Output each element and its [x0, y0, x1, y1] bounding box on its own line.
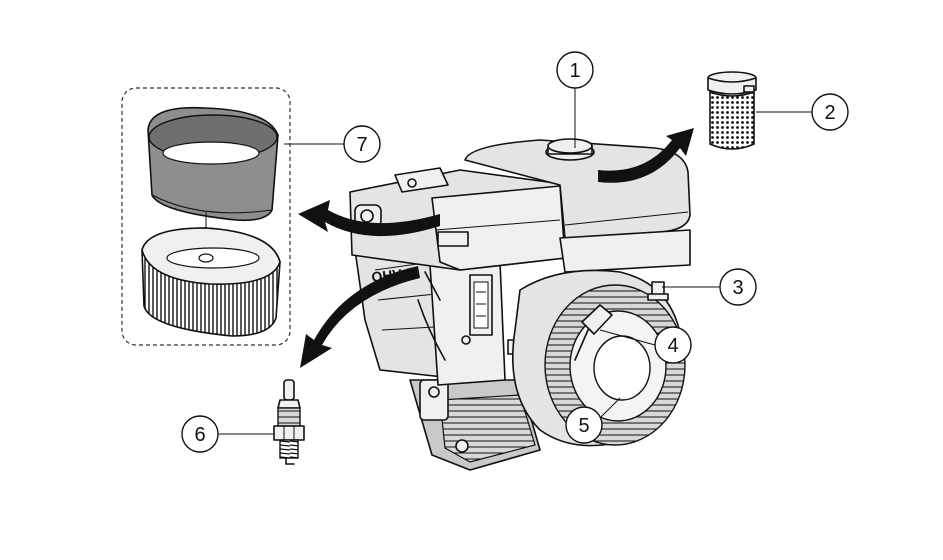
svg-text:7: 7: [356, 134, 367, 156]
removal-arrows: [298, 128, 694, 368]
air-filter-dashed-frame: [121, 87, 291, 346]
fuel-strainer: [707, 71, 757, 150]
arrow-to-spark-plug: [300, 266, 420, 368]
paper-filter-element: [141, 227, 281, 337]
foam-pre-cleaner: [147, 106, 279, 222]
callout-4: 4: [654, 326, 692, 364]
callout-5: 5: [565, 406, 603, 444]
arrow-to-fuel-strainer: [598, 128, 694, 183]
svg-text:3: 3: [732, 277, 743, 299]
callout-1: 1: [556, 51, 594, 89]
svg-text:1: 1: [569, 60, 580, 82]
svg-text:5: 5: [578, 415, 589, 437]
oil-drain-plug: [647, 281, 669, 301]
engine-body: OHV: [349, 138, 691, 471]
air-filter-assembly: [121, 87, 291, 346]
spark-plug: [273, 379, 305, 465]
callout-6: 6: [181, 415, 219, 453]
svg-text:2: 2: [824, 102, 835, 124]
callout-2: 2: [811, 93, 849, 131]
leader-lines: [218, 88, 812, 435]
svg-text:4: 4: [667, 335, 678, 357]
callout-3: 3: [719, 268, 757, 306]
fuel-cap: [545, 138, 595, 161]
svg-text:6: 6: [194, 424, 205, 446]
arrow-to-air-filter: [298, 200, 440, 237]
recoil-starter: [512, 269, 686, 447]
callout-7: 7: [343, 125, 381, 163]
